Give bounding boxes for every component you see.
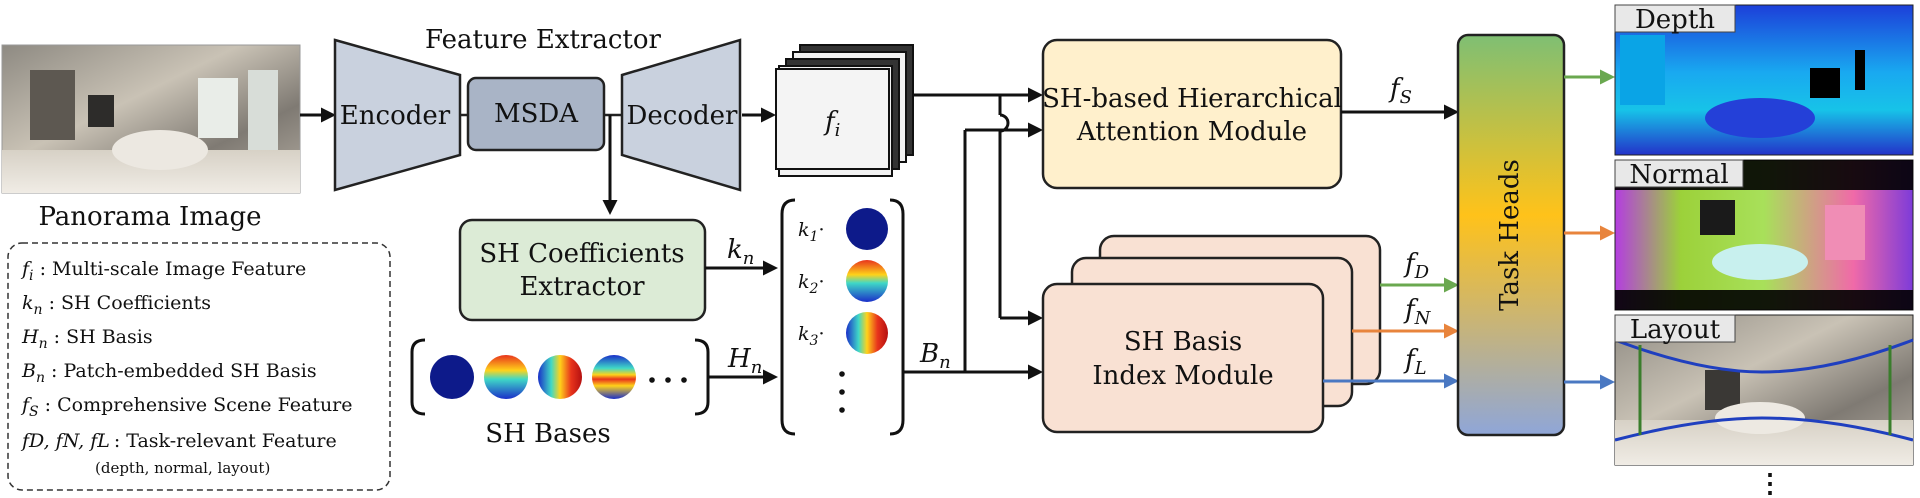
multi-scale-feature-stack xyxy=(775,44,914,177)
svg-text:kn : SH Coefficients: kn : SH Coefficients xyxy=(22,292,211,318)
fs-edge-label: fS xyxy=(1388,74,1412,108)
svg-text:(depth, normal, layout): (depth, normal, layout) xyxy=(95,459,270,477)
feature-extractor-title: Feature Extractor xyxy=(425,25,661,55)
sh-basis-l0 xyxy=(430,355,474,399)
encoder-label: Encoder xyxy=(340,101,451,131)
sh-basis-l2 xyxy=(538,355,582,399)
fl-edge-label: fL xyxy=(1403,345,1427,379)
svg-text:k3·: k3· xyxy=(798,323,824,349)
attention-line2: Attention Module xyxy=(1076,117,1307,147)
fd-edge-label: fD xyxy=(1403,249,1430,283)
bn-edge-label: Bn xyxy=(919,339,951,373)
legend-items: fi : Multi-scale Image Feature kn : SH C… xyxy=(20,258,353,477)
normal-output-map xyxy=(1614,159,1914,311)
panorama-image xyxy=(1,44,301,194)
depth-label: Depth xyxy=(1635,5,1715,35)
task-heads-block xyxy=(1456,33,1566,437)
normal-label: Normal xyxy=(1629,160,1728,190)
index-line1: SH Basis xyxy=(1124,327,1242,357)
attention-line1: SH-based Hierarchical xyxy=(1042,84,1342,114)
sh-bases-caption: SH Bases xyxy=(485,419,610,449)
layout-output-map xyxy=(1614,314,1914,466)
coefficient-list: k1· k2· k3· xyxy=(780,198,905,436)
index-line2: Index Module xyxy=(1092,361,1273,391)
svg-text:Bn : Patch-embedded SH Basis: Bn : Patch-embedded SH Basis xyxy=(21,360,317,386)
depth-output-map xyxy=(1614,4,1914,156)
more-outputs-ellipsis: ⋮ xyxy=(1757,469,1783,498)
decoder-block xyxy=(620,38,742,192)
panorama-caption: Panorama Image xyxy=(38,202,261,232)
sh-basis-l1 xyxy=(484,355,528,399)
svg-text:k1·: k1· xyxy=(798,219,824,245)
sh-coeff-line1: SH Coefficients xyxy=(479,239,684,269)
sh-coeff-line2: Extractor xyxy=(519,272,645,302)
kn-edge-label: kn xyxy=(727,235,754,269)
svg-text:k2·: k2· xyxy=(798,271,824,297)
svg-text:fS : Comprehensive Scene Featu: fS : Comprehensive Scene Feature xyxy=(20,394,353,420)
decoder-label: Decoder xyxy=(627,101,738,131)
sh-coefficients-extractor xyxy=(458,218,707,322)
sh-basis-l3 xyxy=(592,355,636,399)
sh-basis-index-module xyxy=(1041,282,1325,434)
sh-hierarchical-attention-module xyxy=(1041,38,1343,190)
svg-text:fD, fN, fL: Task-relevant Feat: fD, fN, fL: Task-relevant Feature xyxy=(20,430,337,452)
svg-text:fi : Multi-scale Image Feature: fi : Multi-scale Image Feature xyxy=(20,258,306,284)
svg-text:Hn : SH Basis: Hn : SH Basis xyxy=(21,326,153,352)
encoder-block xyxy=(333,38,462,192)
sh-bases-group xyxy=(410,338,710,416)
hn-edge-label: Hn xyxy=(727,344,762,378)
fn-edge-label: fN xyxy=(1403,295,1432,329)
msda-label: MSDA xyxy=(494,99,579,129)
legend-box xyxy=(7,242,391,491)
layout-label: Layout xyxy=(1630,315,1721,345)
task-heads-label: Task Heads xyxy=(1495,159,1525,311)
